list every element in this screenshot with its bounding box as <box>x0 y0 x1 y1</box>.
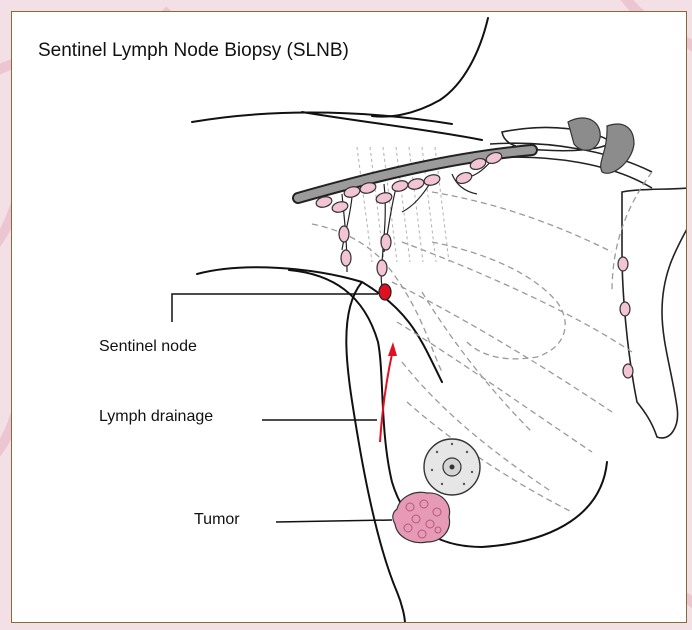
tumor-label: Tumor <box>194 511 240 529</box>
lymph-node <box>407 177 425 191</box>
lymph-node <box>620 302 630 316</box>
nipple-areola <box>424 439 480 495</box>
lymph-node <box>623 364 633 378</box>
sentinel-node-label: Sentinel node <box>99 338 197 356</box>
lymph-node <box>331 200 349 214</box>
lymph-drainage-label: Lymph drainage <box>99 408 213 426</box>
lymph-node <box>423 173 441 187</box>
sentinel-node <box>379 284 391 300</box>
tumor-mass <box>393 492 450 542</box>
lymph-node <box>375 191 393 205</box>
lymph-node <box>377 260 387 276</box>
lymph-node <box>391 179 409 193</box>
lymph-node <box>341 250 351 266</box>
diagram-frame: Sentinel Lymph Node Biopsy (SLNB) <box>11 11 687 623</box>
lymph-node <box>618 257 628 271</box>
lymph-nodes <box>315 151 633 378</box>
anatomy-illustration <box>12 12 687 623</box>
lymph-node <box>381 234 391 250</box>
lymph-node <box>339 226 349 242</box>
sternum <box>622 188 687 438</box>
